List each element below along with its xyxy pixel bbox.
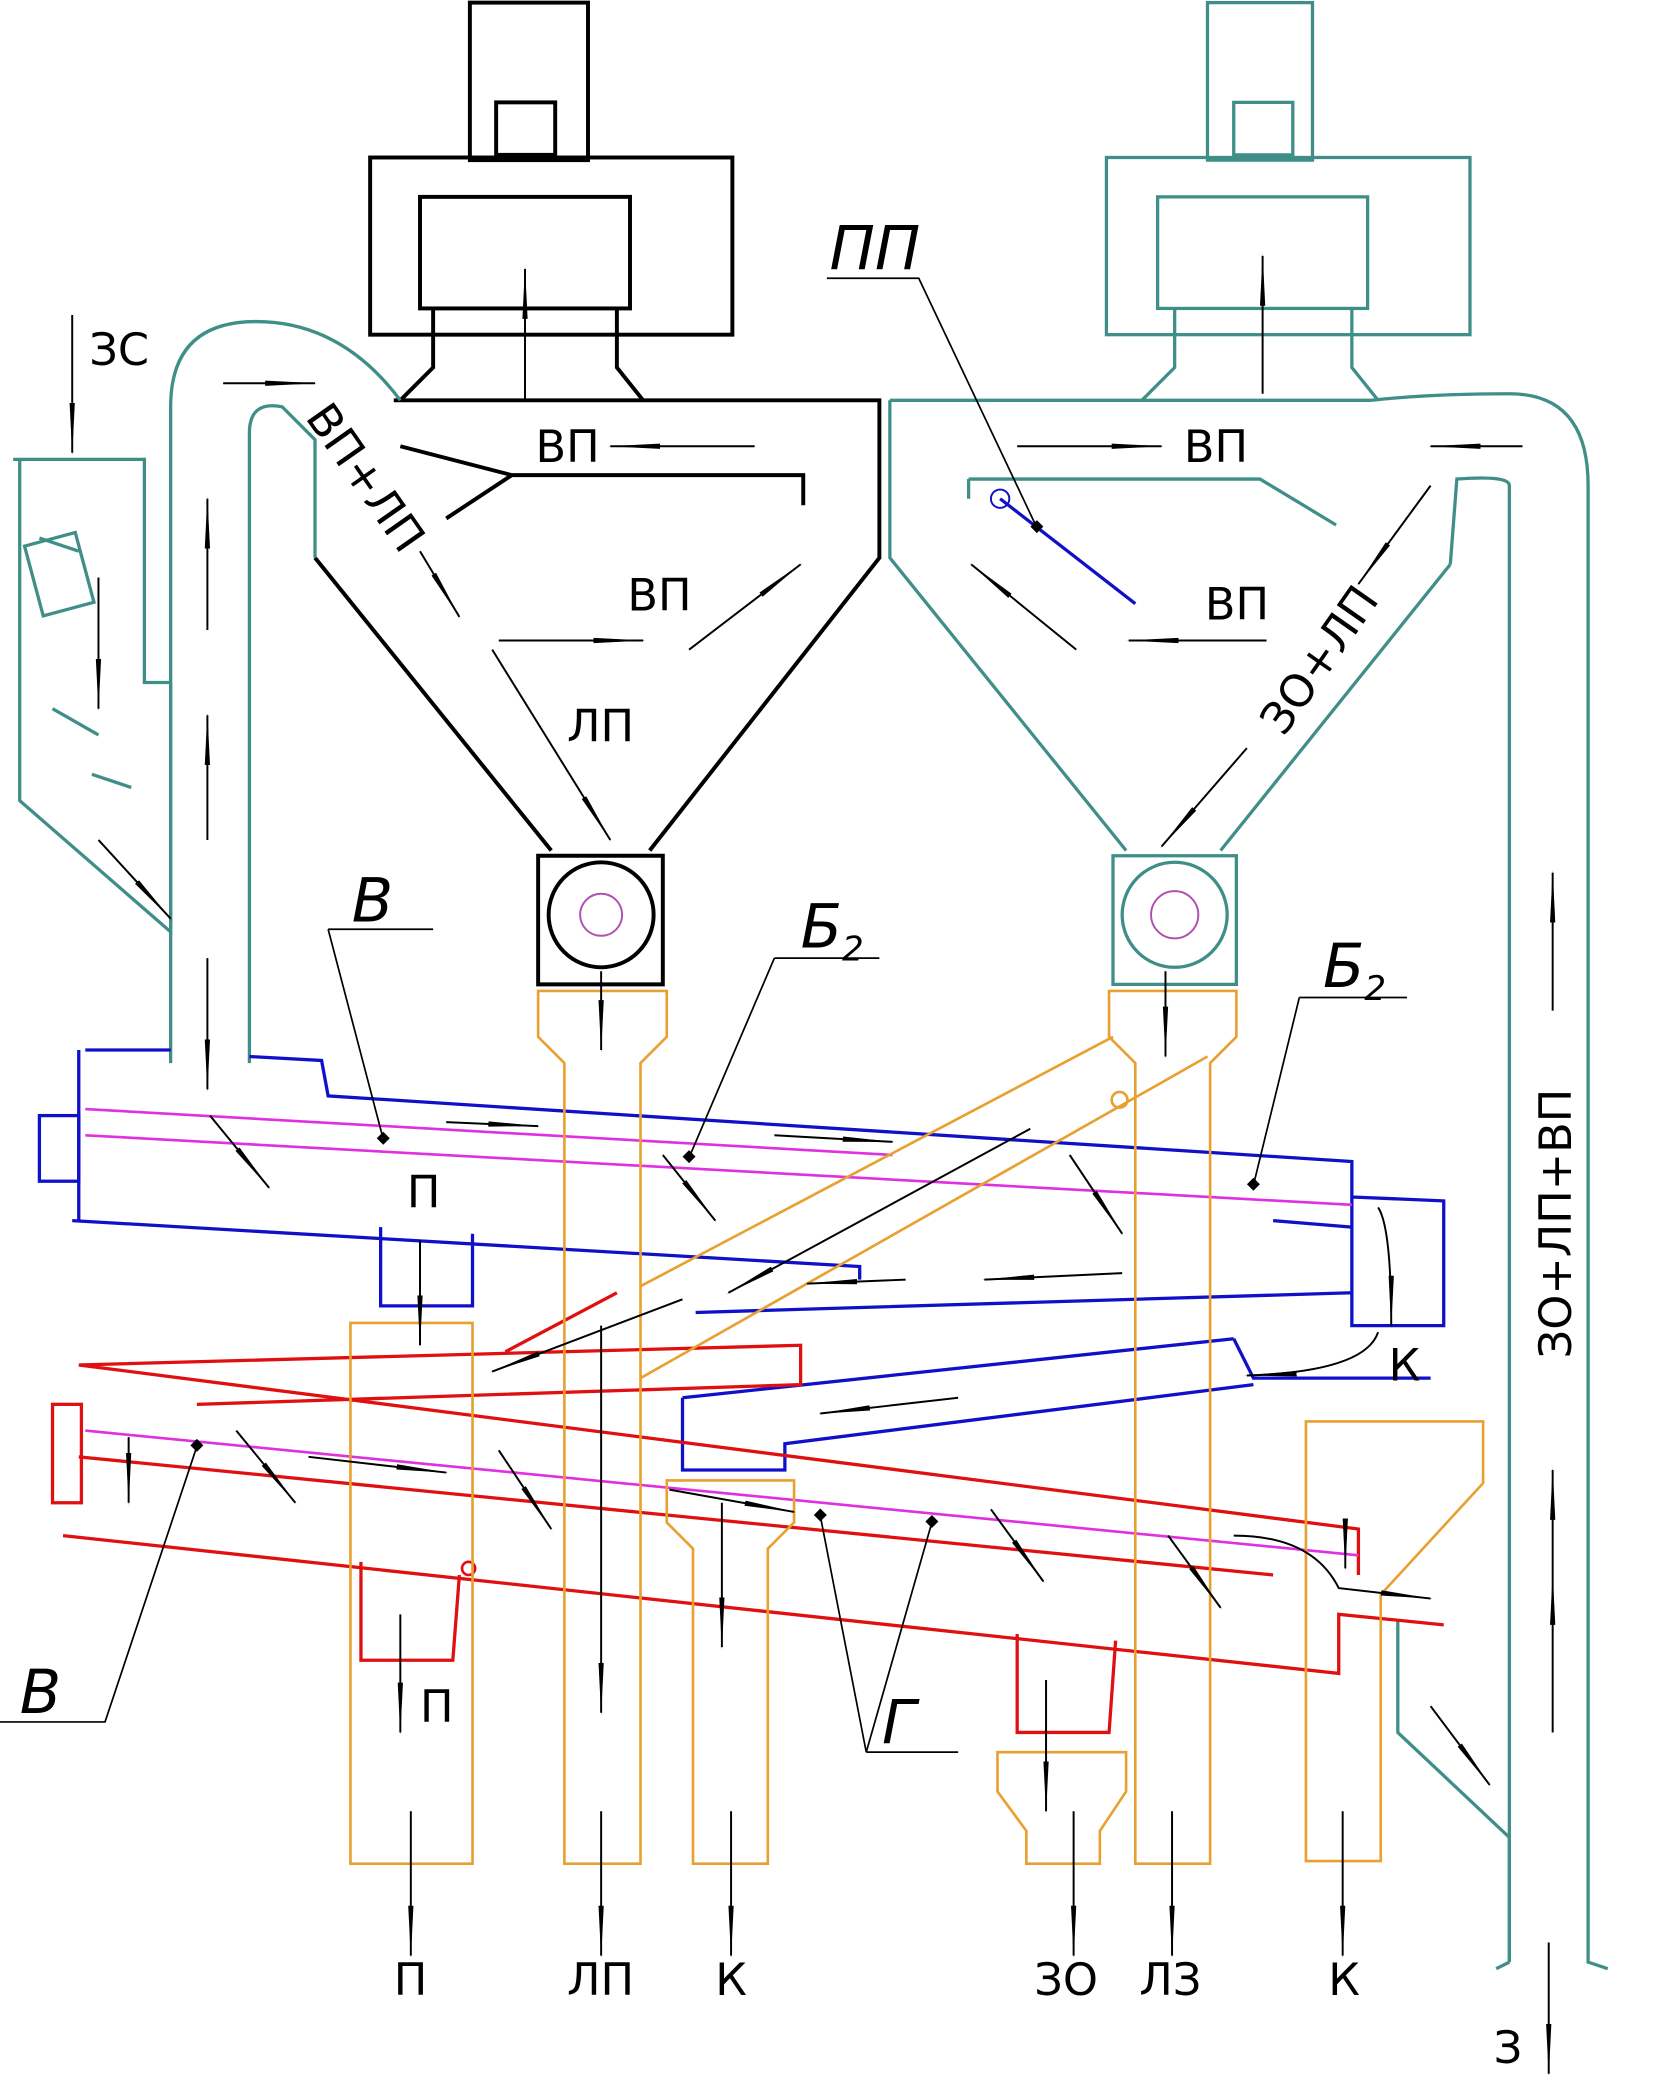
label-k-mid: К	[1389, 1340, 1421, 1392]
right-cyclone	[888, 398, 1452, 986]
label-b2-left: Б2	[801, 893, 864, 970]
output-lp: ЛП	[567, 1954, 634, 2006]
label-g: Г	[882, 1688, 920, 1758]
label-vp-left-mid: ВП	[627, 569, 691, 621]
left-fan	[368, 0, 735, 402]
output-zo: ЗО	[1034, 1954, 1098, 2006]
label-zs: ЗС	[89, 324, 149, 376]
label-vp-right-mid: ВП	[1205, 578, 1269, 630]
flow-arrows	[69, 253, 1556, 2075]
b2-right-main: Б	[1323, 932, 1364, 1002]
chutes	[349, 989, 1485, 1866]
label-vp-right-top: ВП	[1184, 421, 1248, 473]
label-v-bottom: В	[20, 1658, 61, 1728]
label-zo-lp-vp: ЗО+ЛП+ВП	[1530, 1089, 1582, 1359]
output-lz: ЛЗ	[1139, 1954, 1201, 2006]
b2-left-main: Б	[801, 893, 842, 963]
left-cyclone	[313, 398, 882, 987]
return-duct	[1371, 392, 1609, 1971]
label-pp: ПП	[830, 214, 921, 284]
label-lp-mid: ЛП	[567, 701, 634, 753]
output-k1: К	[715, 1954, 747, 2006]
label-p-mid: П	[407, 1166, 441, 1218]
output-p: П	[394, 1954, 428, 2006]
leader-lines	[0, 277, 1407, 1753]
inlet-duct	[13, 319, 402, 1064]
b2-left-sub: 2	[842, 930, 864, 970]
lower-conveyor	[50, 1291, 1444, 1735]
label-b2-right: Б2	[1323, 932, 1386, 1009]
label-p-lower: П	[420, 1681, 454, 1733]
label-vp-left-top: ВП	[536, 421, 600, 473]
b2-right-sub: 2	[1364, 969, 1386, 1009]
output-z: З	[1494, 2022, 1523, 2074]
upper-conveyor	[37, 1048, 1446, 1472]
output-k2: К	[1328, 1954, 1360, 2006]
right-fan	[1104, 0, 1472, 402]
label-v-top: В	[352, 866, 393, 936]
label-zo-lp: ЗО+ЛП	[1250, 576, 1389, 744]
